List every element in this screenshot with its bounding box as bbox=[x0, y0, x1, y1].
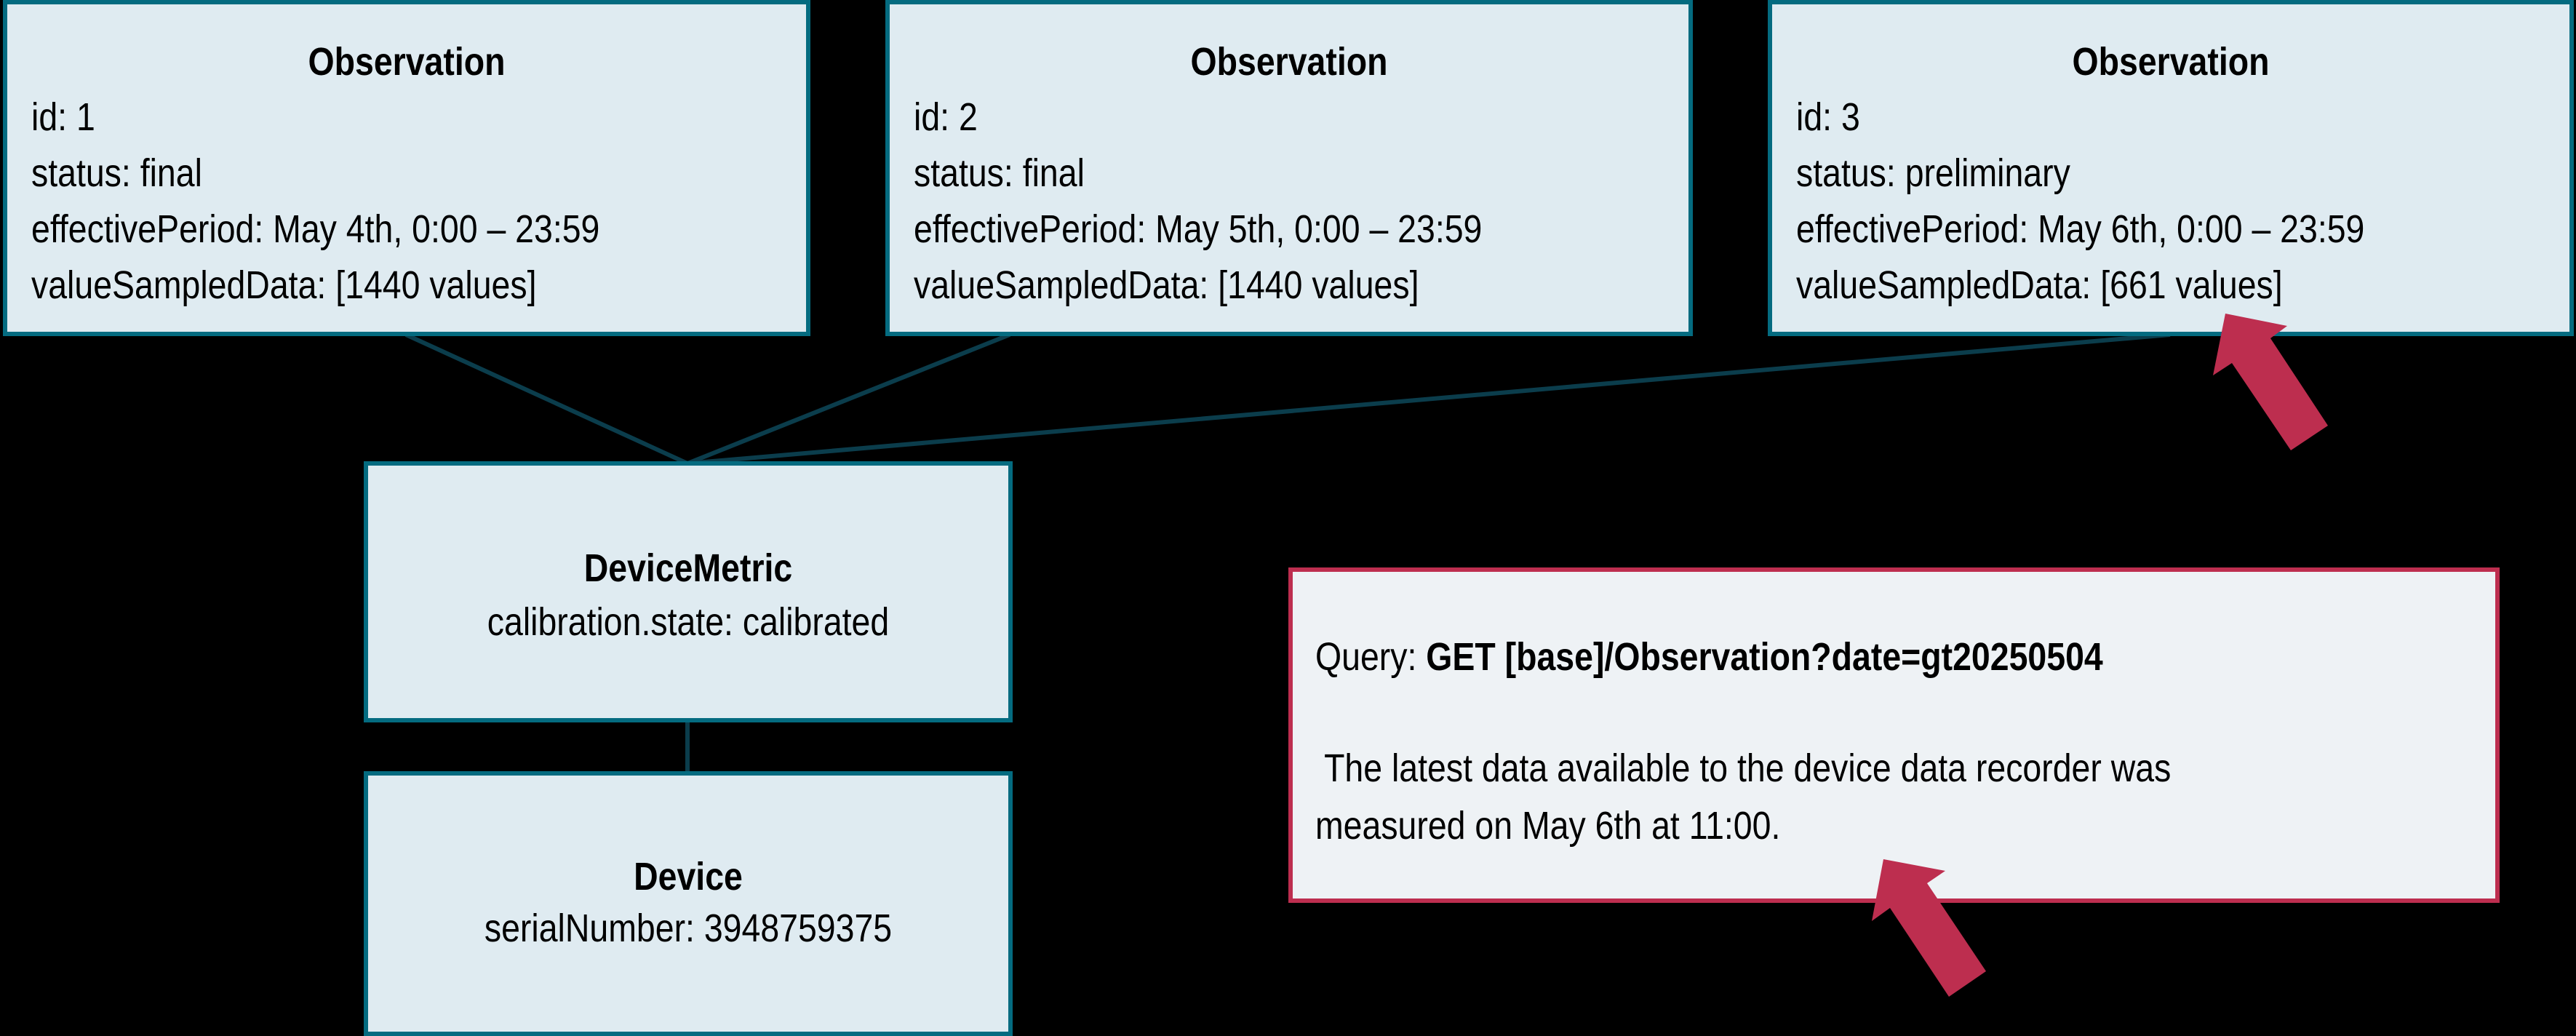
query-note-box: Query: GET [base]/Observation?date=gt202… bbox=[1288, 567, 2500, 903]
observation-title: Observation bbox=[308, 40, 506, 84]
observation-effective-period: effectivePeriod: May 5th, 0:00 – 23:59 bbox=[914, 207, 1483, 251]
observation-box-3: Observation id: 3 status: preliminary ef… bbox=[1768, 0, 2574, 336]
query-note-line-2: measured on May 6th at 11:00. bbox=[1315, 804, 1781, 848]
observation-title: Observation bbox=[1190, 40, 1388, 84]
observation-value-sampled-data: valueSampledData: [661 values] bbox=[1796, 263, 2283, 307]
connector-obs3-devicemetric bbox=[687, 332, 2171, 466]
observation-value-sampled-data: valueSampledData: [1440 values] bbox=[914, 263, 1419, 307]
query-label: Query: bbox=[1315, 635, 1427, 679]
observation-id: id: 1 bbox=[31, 95, 95, 139]
device-metric-calibration-state: calibration.state: calibrated bbox=[487, 600, 890, 644]
connector-obs2-devicemetric bbox=[686, 332, 1011, 466]
device-box: Device serialNumber: 3948759375 bbox=[364, 771, 1013, 1036]
query-line: Query: GET [base]/Observation?date=gt202… bbox=[1315, 637, 2103, 677]
observation-title: Observation bbox=[2072, 40, 2270, 84]
device-title: Device bbox=[634, 855, 743, 898]
observation-box-2: Observation id: 2 status: final effectiv… bbox=[885, 0, 1693, 336]
observation-status: status: preliminary bbox=[1796, 151, 2070, 195]
observation-value-sampled-data: valueSampledData: [1440 values] bbox=[31, 263, 537, 307]
device-serial-number: serialNumber: 3948759375 bbox=[484, 906, 893, 950]
connector-obs1-devicemetric bbox=[404, 332, 689, 466]
device-metric-title: DeviceMetric bbox=[583, 546, 793, 590]
observation-box-1: Observation id: 1 status: final effectiv… bbox=[3, 0, 810, 336]
device-metric-box: DeviceMetric calibration.state: calibrat… bbox=[364, 461, 1013, 722]
query-note-line-1: The latest data available to the device … bbox=[1315, 746, 2172, 790]
observation-status: status: final bbox=[914, 151, 1085, 195]
observation-status: status: final bbox=[31, 151, 202, 195]
query-request: GET [base]/Observation?date=gt20250504 bbox=[1426, 635, 2103, 679]
observation-id: id: 2 bbox=[914, 95, 978, 139]
observation-effective-period: effectivePeriod: May 6th, 0:00 – 23:59 bbox=[1796, 207, 2365, 251]
observation-id: id: 3 bbox=[1796, 95, 1860, 139]
observation-effective-period: effectivePeriod: May 4th, 0:00 – 23:59 bbox=[31, 207, 600, 251]
